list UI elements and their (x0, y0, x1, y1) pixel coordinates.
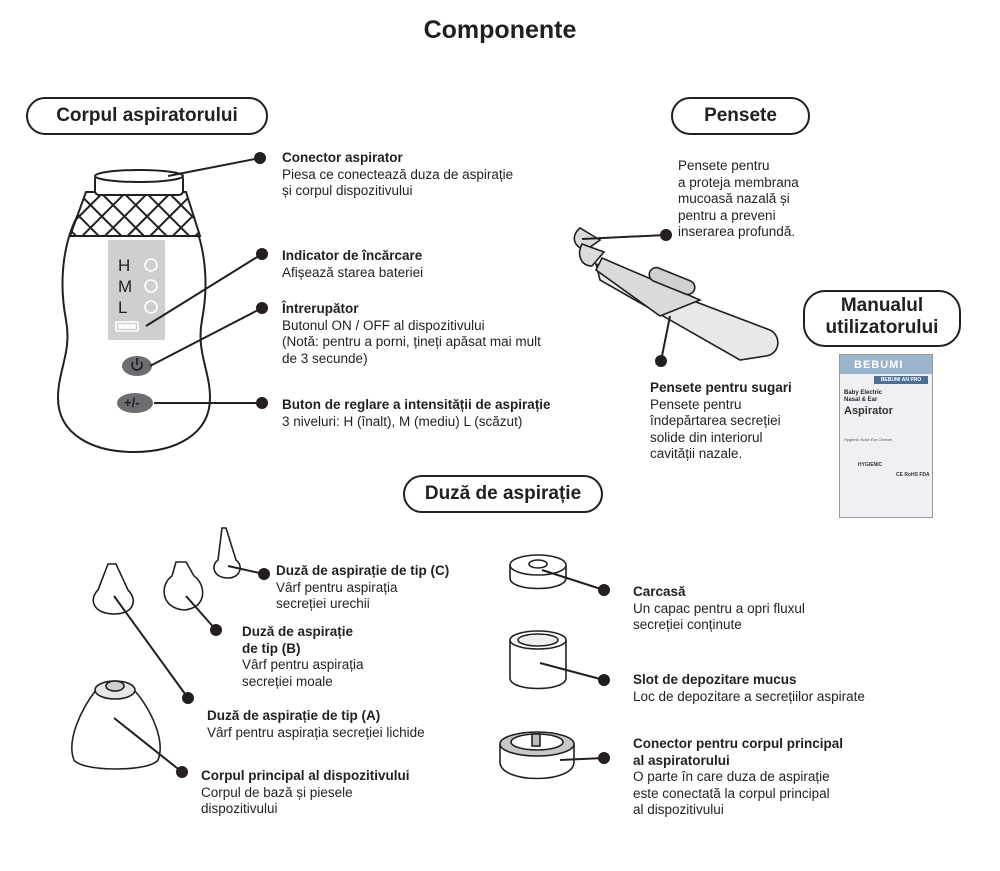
level-m-label: M (118, 277, 133, 296)
label-nozzle-c-desc: Vârf pentru aspirația secreției urechii (276, 579, 398, 612)
label-nozzle-b-title: Duză de aspirație de tip (B) (242, 624, 354, 656)
label-intensity-desc: 3 niveluri: H (înalt), M (mediu) L (scăz… (282, 413, 523, 429)
label-main-body: Corpul principal al dispozitivului Corpu… (201, 768, 410, 818)
manual-tagline: Hygienic Nose Ear Cleaner (844, 437, 893, 442)
label-connector-title: Conector aspirator (282, 150, 403, 165)
battery-icon (115, 321, 139, 332)
page-title: Componente (423, 16, 577, 44)
label-slot-title: Slot de depozitare mucus (633, 672, 797, 687)
slot-illustration (509, 630, 567, 690)
main-body-illustration (71, 680, 161, 770)
plus-minus-label: +/- (124, 395, 140, 410)
label-charge-title: Indicator de încărcare (282, 248, 423, 263)
label-switch: Întrerupător Butonul ON / OFF al dispozi… (282, 301, 541, 367)
manual-model: BEBUMI AN PRO (874, 376, 928, 384)
label-baby-tweezers-desc: Pensete pentru îndepărtarea secreției so… (650, 396, 781, 462)
manual-hygienic: HYGIENIC (858, 462, 883, 468)
leader-lines (113, 152, 672, 778)
section-body-pill: Corpul aspiratorului (26, 97, 268, 135)
label-nozzle-b-desc: Vârf pentru aspirația secreției moale (242, 657, 364, 689)
label-cap-desc: Un capac pentru a opri fluxul secreției … (633, 600, 805, 633)
connector-illustration (499, 731, 575, 780)
label-cap: Carcasă Un capac pentru a opri fluxul se… (633, 584, 805, 634)
manual-marks: CE RoHS FDA (896, 472, 930, 478)
label-switch-desc: Butonul ON / OFF al dispozitivului (Notă… (282, 317, 541, 366)
tweezers-note: Pensete pentru a proteja membrana mucoas… (678, 158, 799, 239)
label-main-body-desc: Corpul de bază și piesele dispozitivului (201, 784, 353, 817)
section-nozzle-pill: Duză de aspirație (403, 475, 603, 513)
label-nozzle-c: Duză de aspirație de tip (C) Vârf pentru… (276, 563, 449, 613)
control-panel (108, 240, 165, 340)
power-button (122, 356, 152, 376)
label-main-connector-desc: O parte în care duza de aspirație este c… (633, 769, 830, 817)
label-connector-desc: Piesa ce conectează duza de aspirație și… (282, 166, 514, 199)
label-nozzle-a-desc: Vârf pentru aspirația secreției lichide (207, 724, 425, 740)
label-charge: Indicator de încărcare Afișează starea b… (282, 248, 423, 281)
section-manual-pill: Manualul utilizatorului (803, 290, 961, 347)
manual-name: Aspirator (844, 405, 893, 417)
cap-illustration (509, 554, 567, 590)
label-main-body-title: Corpul principal al dispozitivului (201, 768, 410, 783)
label-main-connector: Conector pentru corpul principal al aspi… (633, 736, 843, 819)
tweezers-illustration (573, 227, 779, 361)
label-slot: Slot de depozitare mucus Loc de depozita… (633, 672, 865, 705)
level-l-label: L (118, 298, 128, 317)
nozzle-a-illustration (92, 563, 135, 615)
label-connector: Conector aspirator Piesa ce conectează d… (282, 150, 513, 200)
label-nozzle-c-title: Duză de aspirație de tip (C) (276, 563, 450, 578)
label-slot-desc: Loc de depozitare a secrețiilor aspirate (633, 688, 865, 704)
label-intensity: Buton de reglare a intensității de aspir… (282, 397, 551, 430)
section-tweezers-pill: Pensete (671, 97, 810, 135)
level-h-label: H (118, 256, 131, 275)
label-baby-tweezers-title: Pensete pentru sugari (650, 380, 792, 395)
label-intensity-title: Buton de reglare a intensității de aspir… (282, 397, 551, 412)
label-baby-tweezers: Pensete pentru sugari Pensete pentru înd… (650, 380, 792, 463)
manual-brand: BEBUMI (840, 355, 932, 374)
manual-product: Baby Electric Nasal & Ear (844, 390, 883, 403)
label-nozzle-a-title: Duză de aspirație de tip (A) (207, 708, 381, 723)
nozzle-b-illustration (163, 561, 204, 611)
power-icon (131, 358, 143, 371)
nozzle-c-illustration (213, 527, 241, 579)
label-cap-title: Carcasă (633, 584, 686, 599)
intensity-button (117, 393, 153, 413)
level-icons (144, 258, 158, 314)
label-charge-desc: Afișează starea bateriei (282, 264, 424, 280)
label-switch-title: Întrerupător (282, 301, 359, 316)
label-nozzle-b: Duză de aspirație de tip (B) Vârf pentru… (242, 624, 364, 690)
label-main-connector-title: Conector pentru corpul principal al aspi… (633, 736, 844, 768)
label-nozzle-a: Duză de aspirație de tip (A) Vârf pentru… (207, 708, 425, 741)
manual-cover: BEBUMI BEBUMI AN PRO Baby Electric Nasal… (839, 354, 933, 518)
